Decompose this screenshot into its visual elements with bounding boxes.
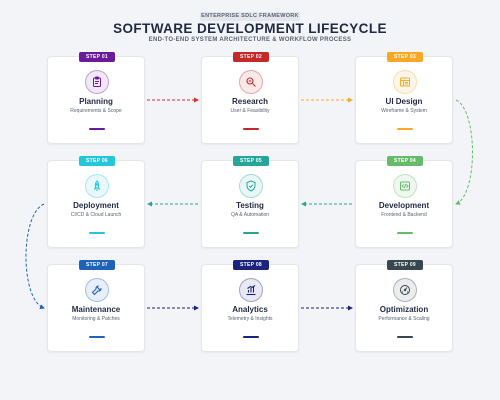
step-badge: STEP 08 — [233, 260, 269, 270]
step-subtitle: Performance & Scaling — [378, 316, 430, 322]
step-title: Development — [378, 201, 430, 210]
step-accent-bar — [243, 128, 259, 130]
step-badge: STEP 05 — [233, 156, 269, 166]
step-accent-bar — [89, 232, 105, 234]
step-subtitle: Requirements & Scope — [70, 108, 122, 114]
step-accent-bar — [89, 336, 105, 338]
step-card-planning: STEP 01 Planning Requirements & Scope — [47, 52, 145, 144]
search-icon — [239, 70, 263, 94]
wrench-icon — [85, 278, 109, 302]
layout-icon — [393, 70, 417, 94]
gauge-icon — [393, 278, 417, 302]
connector-uidesign-development — [455, 99, 473, 205]
step-subtitle: Frontend & Backend — [381, 212, 427, 218]
step-accent-bar — [89, 128, 105, 130]
step-subtitle: Telemetry & Insights — [227, 316, 273, 322]
clipboard-icon — [85, 70, 109, 94]
step-title: Deployment — [73, 201, 119, 210]
page-title: SOFTWARE DEVELOPMENT LIFECYCLE — [113, 21, 387, 36]
step-subtitle: Wireframe & System — [381, 108, 427, 114]
step-accent-bar — [243, 232, 259, 234]
step-title: Analytics — [232, 305, 268, 314]
step-title: Research — [231, 97, 269, 106]
step-badge: STEP 09 — [387, 260, 423, 270]
step-card-testing: STEP 05 Testing QA & Automation — [201, 156, 299, 248]
step-card-maintenance: STEP 07 Maintenance Monitoring & Patches — [47, 260, 145, 352]
step-badge: STEP 06 — [79, 156, 115, 166]
rocket-icon — [85, 174, 109, 198]
step-accent-bar — [397, 128, 413, 130]
step-badge: STEP 01 — [79, 52, 115, 62]
step-accent-bar — [243, 336, 259, 338]
step-subtitle: QA & Automation — [230, 212, 270, 218]
step-subtitle: Monitoring & Patches — [72, 316, 120, 322]
step-subtitle: CI/CD & Cloud Launch — [70, 212, 122, 218]
step-badge: STEP 03 — [387, 52, 423, 62]
code-icon — [393, 174, 417, 198]
step-badge: STEP 07 — [79, 260, 115, 270]
step-title: Testing — [236, 201, 264, 210]
step-accent-bar — [397, 232, 413, 234]
step-title: Maintenance — [71, 305, 121, 314]
step-card-research: STEP 02 Research User & Feasibility — [201, 52, 299, 144]
page-subtitle: END-TO-END SYSTEM ARCHITECTURE & WORKFLO… — [148, 37, 352, 43]
step-subtitle: User & Feasibility — [230, 108, 270, 114]
step-title: UI Design — [385, 97, 423, 106]
step-badge: STEP 04 — [387, 156, 423, 166]
step-card-deployment: STEP 06 Deployment CI/CD & Cloud Launch — [47, 156, 145, 248]
step-card-development: STEP 04 Development Frontend & Backend — [355, 156, 453, 248]
step-title: Optimization — [379, 305, 429, 314]
step-title: Planning — [79, 97, 113, 106]
step-card-ui-design: STEP 03 UI Design Wireframe & System — [355, 52, 453, 144]
shield-check-icon — [239, 174, 263, 198]
step-card-optimization: STEP 09 Optimization Performance & Scali… — [355, 260, 453, 352]
step-accent-bar — [397, 336, 413, 338]
connector-deployment-maintenance — [25, 203, 45, 310]
bar-chart-icon — [239, 278, 263, 302]
step-badge: STEP 02 — [233, 52, 269, 62]
step-card-analytics: STEP 08 Analytics Telemetry & Insights — [201, 260, 299, 352]
framework-kicker: ENTERPRISE SDLC FRAMEWORK — [200, 12, 300, 21]
